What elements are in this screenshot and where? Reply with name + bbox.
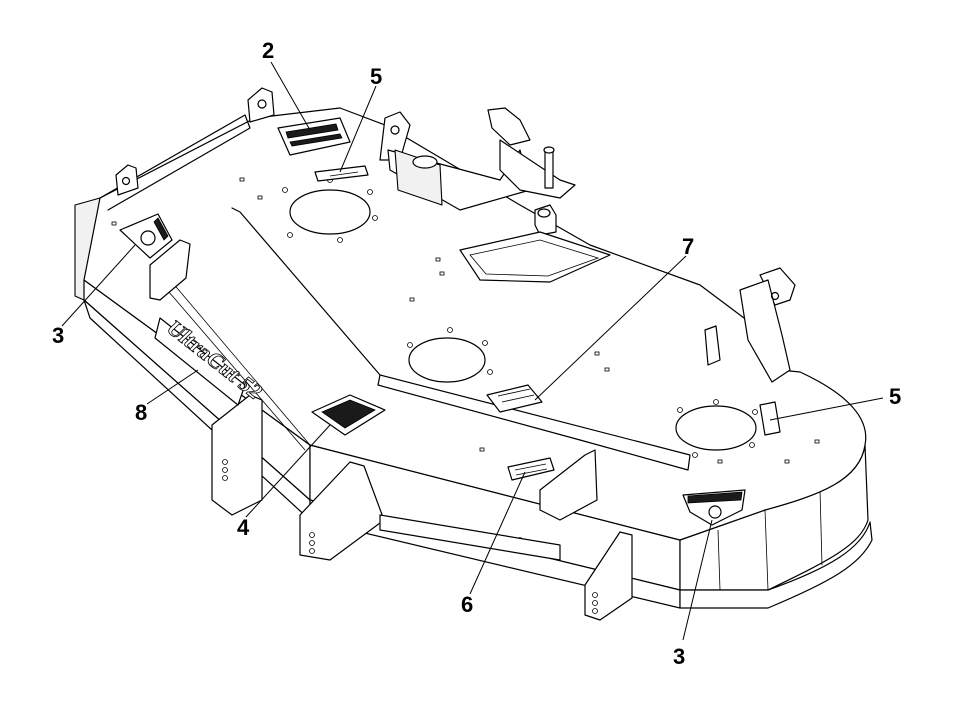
decal-7-info-label bbox=[486, 384, 543, 413]
front-mount-bracket-assembly bbox=[379, 107, 576, 236]
bolt-holes bbox=[111, 177, 820, 543]
callout-5-top: 5 bbox=[370, 64, 382, 89]
callout-4: 4 bbox=[237, 515, 250, 540]
callout-8: 8 bbox=[135, 400, 147, 425]
decal-6-serial-plate bbox=[507, 457, 555, 481]
decal-3-right-danger bbox=[682, 489, 746, 526]
front-gauge-brackets bbox=[149, 239, 633, 621]
callout-3-left: 3 bbox=[52, 323, 64, 348]
decal-5-rear-strip bbox=[314, 165, 369, 182]
decal-3-left-danger bbox=[119, 213, 173, 259]
discharge-opening bbox=[459, 231, 611, 283]
callout-3-bottom: 3 bbox=[673, 644, 685, 669]
callout-5-right: 5 bbox=[889, 384, 901, 409]
rear-hitch-brackets bbox=[115, 87, 275, 196]
deck-top-plate bbox=[83, 107, 867, 541]
spindle-openings bbox=[289, 189, 757, 451]
decal-5-right-strip bbox=[759, 401, 781, 436]
leader-lines bbox=[61, 61, 884, 641]
decal-2-warning-label bbox=[277, 117, 351, 156]
callout-labels: 2 5 7 5 3 8 4 6 3 bbox=[52, 38, 901, 669]
callout-6: 6 bbox=[461, 592, 473, 617]
callout-2: 2 bbox=[262, 38, 274, 63]
decal-4-instruction-label bbox=[311, 394, 386, 436]
callout-7: 7 bbox=[682, 234, 694, 259]
rear-right-bracket bbox=[704, 267, 796, 383]
